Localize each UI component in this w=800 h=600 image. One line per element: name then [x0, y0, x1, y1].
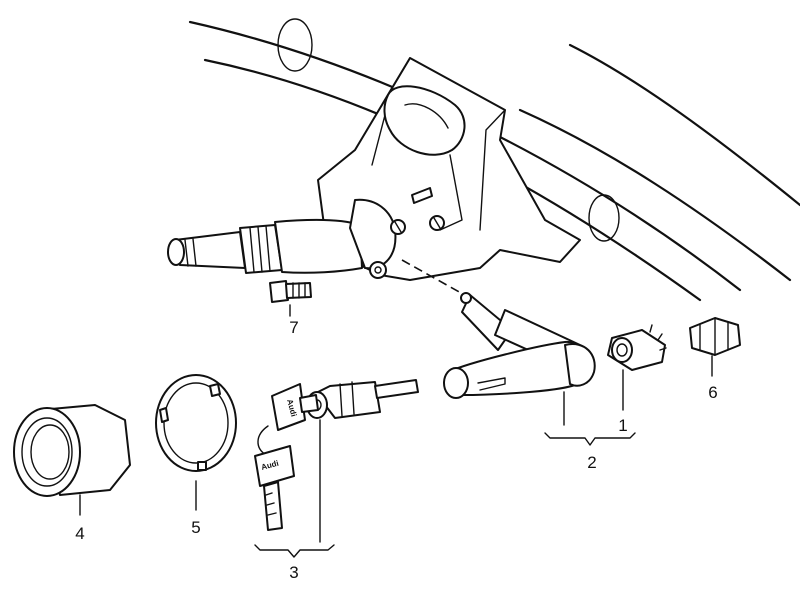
washer-part-5: [155, 374, 237, 511]
callout-4: 4: [75, 524, 84, 543]
key-brand-text: Audi: [285, 398, 298, 418]
lock-housing-part-2: [443, 292, 596, 426]
callout-7: 7: [289, 318, 298, 337]
key-1: Audi: [257, 383, 319, 456]
callout-3: 3: [289, 563, 298, 582]
callout-2: 2: [587, 453, 596, 472]
ignition-switch-part-1: [607, 324, 667, 411]
bracket-part-2: [544, 432, 636, 446]
key-2: Audi: [254, 445, 295, 531]
bracket-part-3: [254, 544, 335, 558]
bezel-part-4: [13, 404, 131, 516]
connector-part-6: [689, 317, 741, 377]
bolt-part-7: [269, 280, 312, 317]
lock-cylinder-part-3: [306, 379, 419, 543]
callout-5: 5: [191, 518, 200, 537]
steering-column: [167, 198, 471, 299]
callout-1: 1: [618, 416, 627, 435]
callout-6: 6: [708, 383, 717, 402]
key-brand-text: Audi: [260, 459, 280, 472]
